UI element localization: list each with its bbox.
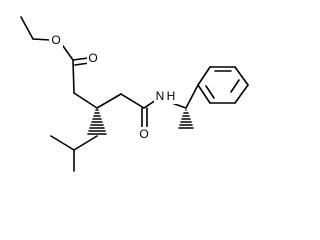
bond-o-carbonyl (62, 45, 74, 61)
chemical-structure: O O O N H (20, 16, 249, 172)
phenyl-ring (197, 66, 249, 104)
bond-ester-c-o-double-a (72, 57, 89, 61)
bond-chiral-c-phenyl (185, 84, 199, 109)
bond-carbonyl-ch2 (72, 59, 75, 94)
hashed-bond-stereocenter (87, 109, 107, 135)
atom-label-amide-nitrogen: N (156, 89, 165, 103)
bond-stereocenter-ch2 (96, 93, 122, 109)
bond-ethyl-ch3 (20, 16, 34, 40)
hashed-bond-methyl (178, 109, 194, 129)
atom-label-amide-hydrogen: H (167, 89, 176, 103)
bond-isobutyl-ch2-ch (73, 135, 98, 151)
bond-ester-c-o-double-b (74, 62, 90, 66)
bond-ch2-stereocenter (73, 92, 98, 109)
bond-ch2-amide-carbonyl (120, 93, 145, 109)
atom-label-ester-oxygen: O (51, 33, 60, 47)
atom-label-carbonyl-oxygen-1: O (88, 51, 97, 65)
bond-ethyl-ch2-o (32, 38, 51, 41)
atom-label-carbonyl-oxygen-2: O (139, 127, 148, 141)
bond-isobutyl-ch-me1 (50, 135, 75, 151)
